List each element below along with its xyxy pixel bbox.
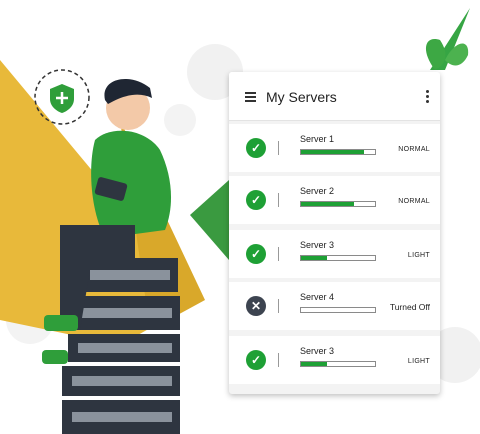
- server-row[interactable]: ✓ Server 3 LIGHT: [229, 230, 440, 278]
- row-divider: [278, 193, 279, 207]
- load-bar-fill: [301, 362, 327, 366]
- row-divider: [278, 299, 279, 313]
- plant-leaf: [445, 43, 469, 66]
- shoe: [44, 315, 78, 331]
- check-icon: ✓: [246, 244, 266, 264]
- more-options-icon[interactable]: [426, 90, 429, 105]
- person-illustration: [42, 78, 172, 364]
- servers-panel: My Servers ✓ Server 1 NORMAL ✓ Server 2 NORMA…: [229, 72, 440, 394]
- load-label: LIGHT: [407, 252, 430, 259]
- leaf-shape: [190, 180, 229, 260]
- load-bar: [300, 255, 376, 261]
- load-bar: [300, 201, 376, 207]
- plus-icon: [56, 92, 68, 104]
- load-label: NORMAL: [398, 146, 430, 153]
- hair: [104, 78, 152, 104]
- load-bar: [300, 361, 376, 367]
- row-divider: [278, 141, 279, 155]
- plant-leaf: [425, 39, 446, 70]
- background-blob: [164, 104, 196, 136]
- panel-header: My Servers: [229, 72, 440, 121]
- server-row[interactable]: ✓ Server 3 LIGHT: [229, 336, 440, 384]
- load-bar: [300, 149, 376, 155]
- background-blob: [427, 327, 480, 383]
- server-row[interactable]: ✕ Server 4 Turned Off: [229, 282, 440, 330]
- server-name: Server 1: [300, 134, 335, 144]
- server-name: Server 4: [300, 292, 335, 302]
- server-row[interactable]: ✓ Server 1 NORMAL: [229, 124, 440, 172]
- row-divider: [278, 353, 279, 367]
- row-divider: [278, 247, 279, 261]
- server-row[interactable]: ✓ Server 2 NORMAL: [229, 176, 440, 224]
- load-bar-fill: [301, 150, 364, 154]
- hamburger-menu-icon[interactable]: [245, 92, 256, 102]
- check-icon: ✓: [246, 350, 266, 370]
- server-name: Server 3: [300, 240, 335, 250]
- load-label: NORMAL: [398, 198, 430, 205]
- shield-outline: [34, 69, 90, 125]
- server-name: Server 3: [300, 346, 335, 356]
- server-name: Server 2: [300, 186, 335, 196]
- panel-title: My Servers: [266, 89, 337, 105]
- check-icon: ✓: [246, 138, 266, 158]
- load-label: LIGHT: [407, 358, 430, 365]
- load-label: Turned Off: [389, 302, 430, 312]
- x-icon: ✕: [246, 296, 266, 316]
- server-stack: [62, 258, 180, 434]
- load-bar-fill: [301, 256, 327, 260]
- load-bar-fill: [301, 202, 355, 206]
- load-bar: [300, 307, 376, 313]
- check-icon: ✓: [246, 190, 266, 210]
- tablet: [94, 177, 128, 201]
- shoe: [42, 350, 68, 364]
